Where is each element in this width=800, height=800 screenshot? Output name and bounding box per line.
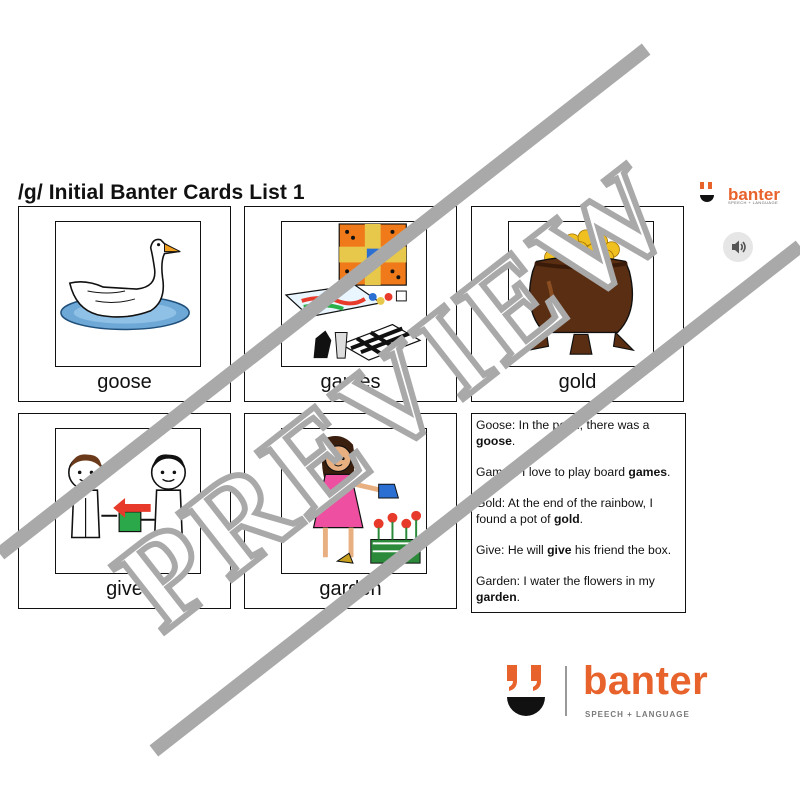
card-picture [508, 221, 654, 367]
sentence-garden: Garden: I water the flowers in my garden… [476, 574, 655, 604]
sentence-give: Give: He will give his friend the box. [476, 543, 672, 557]
banter-logo-icon [700, 182, 714, 202]
sentence-games: Games: I love to play board games. [476, 465, 671, 479]
page-title: /g/ Initial Banter Cards List 1 [18, 181, 305, 204]
speaker-icon [732, 240, 746, 254]
brand-tagline: SPEECH + LANGUAGE [585, 710, 690, 719]
sentence-goose: Goose: In the pond, there was a goose. [476, 418, 650, 448]
word-card-give[interactable]: give [18, 413, 231, 609]
word-card-goose[interactable]: goose [18, 206, 231, 402]
brand-name: banter [728, 184, 780, 204]
sentence-gold: Gold: At the end of the rainbow, I found… [476, 496, 653, 526]
sentence-card: Goose: In the pond, there was a goose. G… [471, 413, 686, 613]
brand-tagline: SPEECH + LANGUAGE [728, 200, 779, 205]
brand-logo-small: banter SPEECH + LANGUAGE [698, 181, 780, 207]
word-card-gold[interactable]: gold [471, 206, 684, 402]
garden-icon [312, 435, 422, 564]
card-picture [55, 428, 201, 574]
card-picture [281, 428, 427, 574]
brand-name: banter [583, 659, 709, 703]
audio-play-button[interactable] [723, 232, 753, 262]
card-word: garden [319, 578, 382, 600]
goose-icon [60, 238, 190, 331]
brand-logo-large: banter SPEECH + LANGUAGE [505, 659, 735, 723]
card-picture [55, 221, 201, 367]
give-box-icon [68, 454, 186, 539]
board-games-icon [284, 223, 422, 361]
brand-divider [565, 666, 567, 716]
word-card-games[interactable]: games [244, 206, 457, 402]
banter-logo-icon [507, 665, 545, 716]
card-word: give [106, 578, 143, 600]
pot-of-gold-icon [526, 229, 636, 355]
card-picture [281, 221, 427, 367]
card-word: gold [558, 371, 597, 393]
card-word: goose [97, 371, 152, 393]
card-word: games [320, 371, 381, 393]
word-card-garden[interactable]: garden [244, 413, 457, 609]
